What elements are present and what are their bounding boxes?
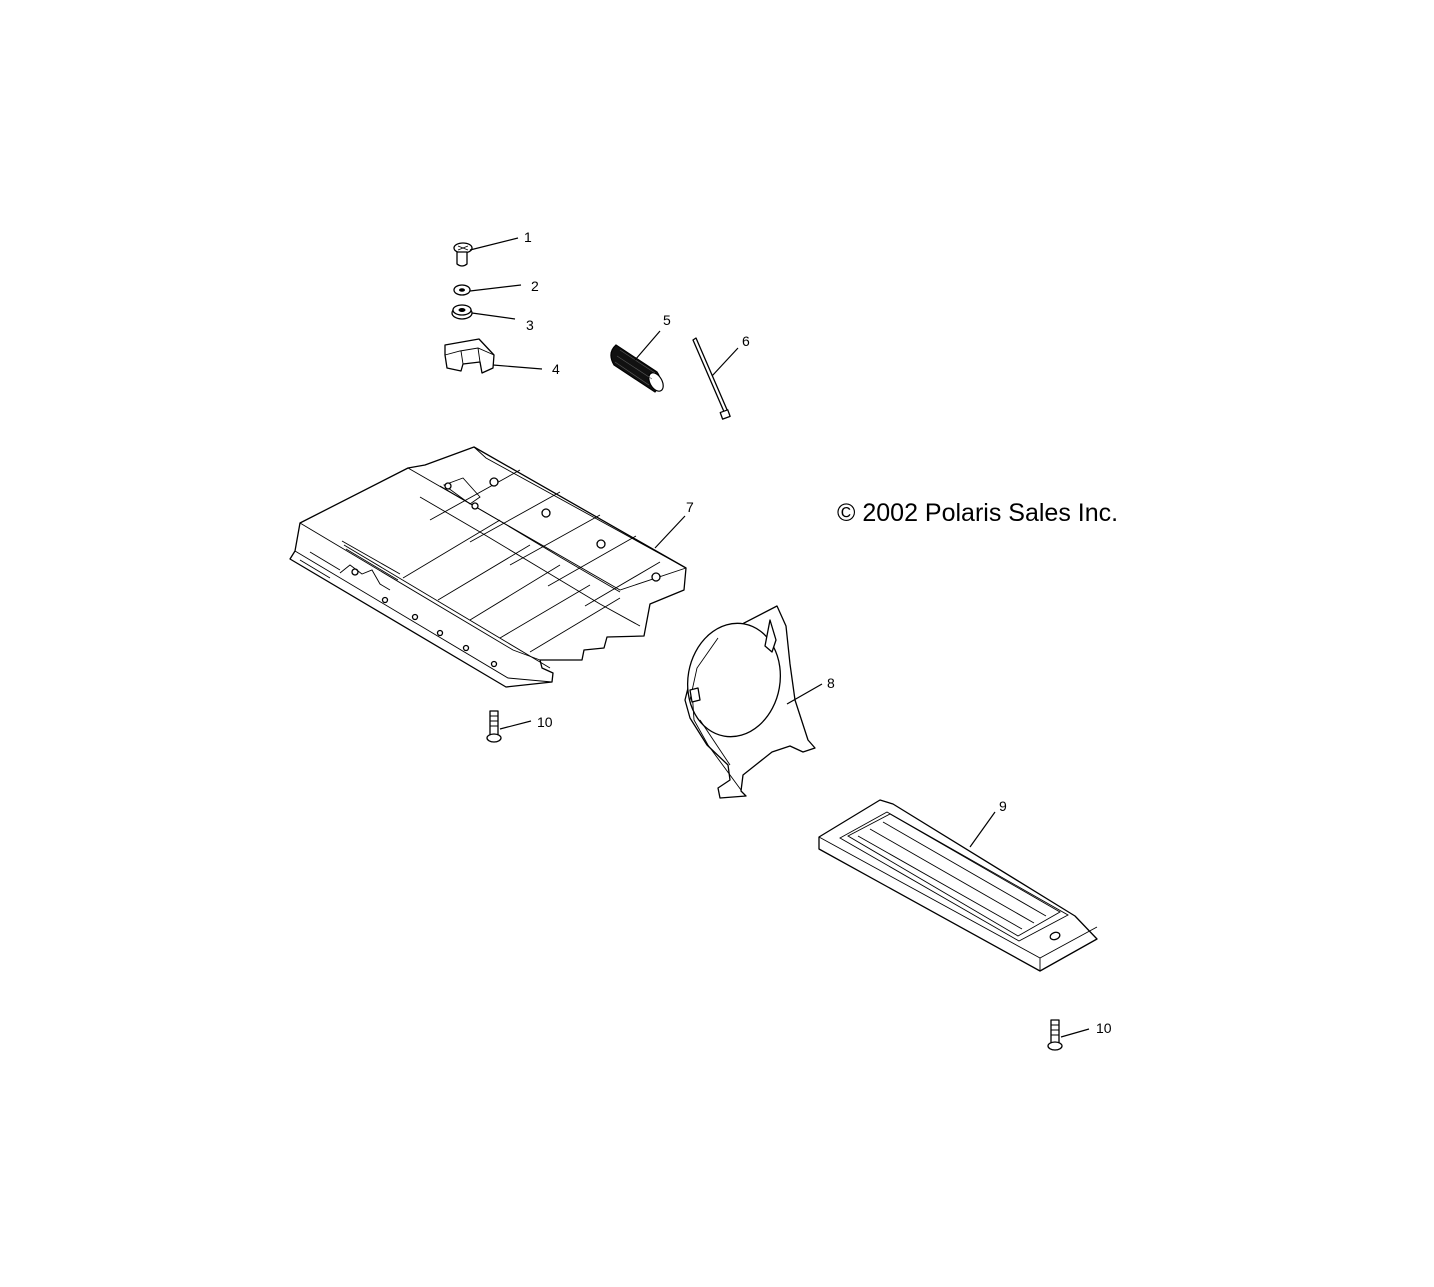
leader-line-8 [786,683,823,705]
callout-label-2: 2 [531,278,539,294]
leader-line-1 [469,237,519,251]
leader-line-7 [654,515,686,549]
grommet-icon [451,304,473,320]
leader-line-4 [492,364,543,370]
callout-label-6: 6 [742,333,750,349]
fan-shroud-icon [684,605,816,799]
grip-sleeve-icon [610,344,664,393]
leader-line-10b [1060,1028,1090,1038]
callout-label-4: 4 [552,361,560,377]
callout-label-10a: 10 [537,714,553,730]
callout-label-7: 7 [686,499,694,515]
skid-plate-icon [289,446,687,688]
leader-line-6 [711,347,739,377]
callout-label-1: 1 [524,229,532,245]
bolt-icon [1047,1019,1063,1051]
leader-line-9 [969,811,996,848]
washer-icon [453,284,471,296]
leader-line-2 [469,284,522,292]
callout-label-9: 9 [999,798,1007,814]
cable-tie-icon [692,337,731,420]
callout-label-5: 5 [663,312,671,328]
bolt-icon [486,710,502,743]
callout-label-3: 3 [526,317,534,333]
leader-line-10a [499,720,532,730]
footrest-pad-icon [818,799,1098,972]
copyright-notice: © 2002 Polaris Sales Inc. [837,499,1118,527]
leader-line-5 [634,330,661,361]
callout-label-8: 8 [827,675,835,691]
leader-line-3 [471,312,516,320]
screw-icon [453,242,473,267]
bracket-icon [444,338,495,374]
callout-label-10b: 10 [1096,1020,1112,1036]
